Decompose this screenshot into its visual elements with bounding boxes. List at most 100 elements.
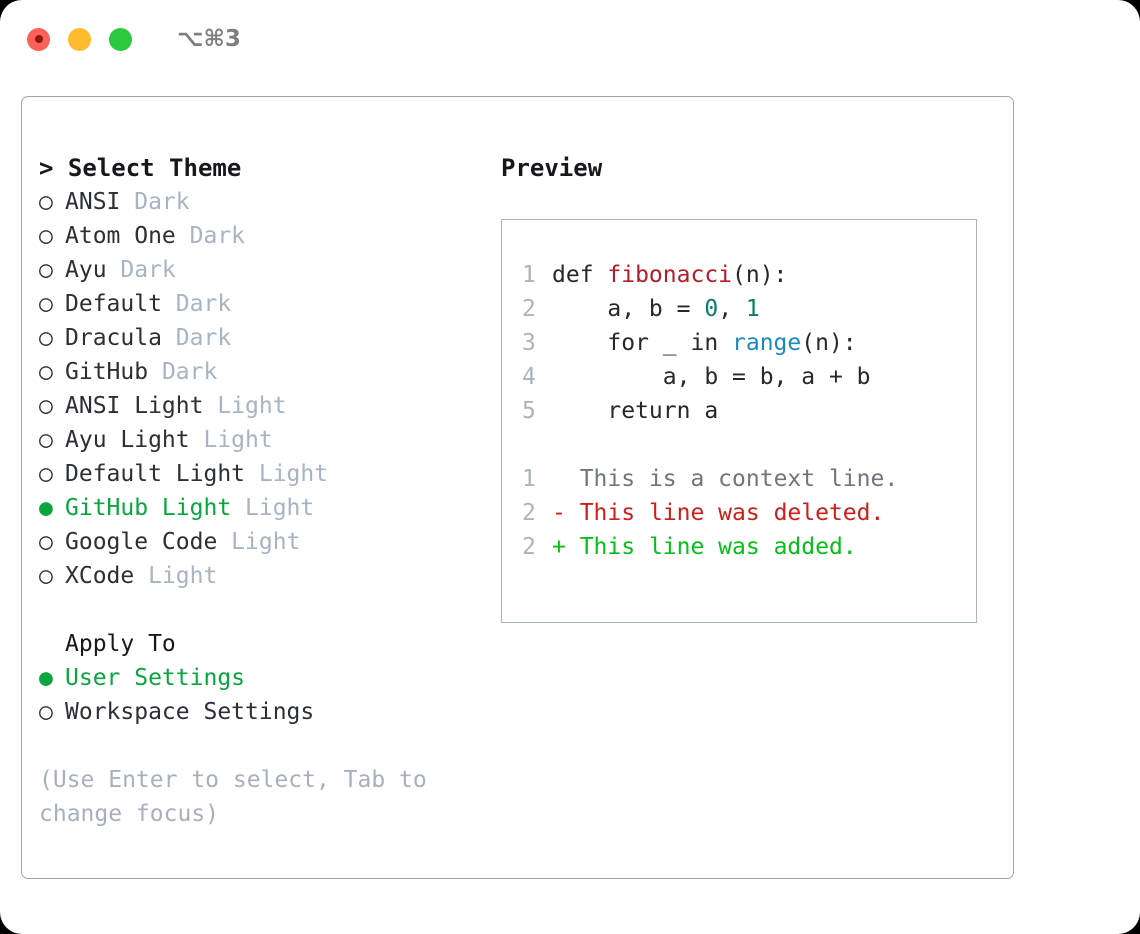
code-line: 5 return a	[522, 394, 976, 428]
code-token: (n):	[732, 262, 788, 288]
code-token: ,	[718, 296, 746, 322]
keyboard-hint: (Use Enter to select, Tab to change focu…	[39, 767, 427, 827]
diff-line: 2- This line was deleted.	[522, 496, 976, 530]
code-line: 3 for _ in range(n):	[522, 326, 976, 360]
theme-list-item[interactable]: ○ ANSI Dark	[39, 185, 499, 219]
theme-variant-tag: Light	[231, 495, 315, 521]
apply-to-item[interactable]: ○ Workspace Settings	[39, 695, 499, 729]
code-token: 1	[745, 296, 760, 322]
radio-unselected-icon: ○	[39, 461, 67, 487]
apply-to-item[interactable]: ● User Settings	[39, 661, 499, 695]
radio-selected-icon: ●	[39, 495, 67, 521]
theme-name: ANSI Light	[65, 393, 204, 419]
theme-list: ○ ANSI Dark○ Atom One Dark○ Ayu Dark○ De…	[39, 185, 499, 593]
radio-unselected-icon: ○	[39, 189, 67, 215]
diff-text: This is a context line.	[579, 466, 899, 492]
radio-unselected-icon: ○	[39, 699, 67, 725]
line-number: 5	[522, 398, 536, 424]
theme-name: Google Code	[65, 529, 218, 555]
code-token: fibonacci	[607, 262, 733, 288]
line-number: 3	[522, 330, 536, 356]
theme-variant-tag: Dark	[120, 189, 190, 215]
code-line: 1 def fibonacci(n):	[522, 258, 976, 292]
theme-list-item[interactable]: ○ Dracula Dark	[39, 321, 499, 355]
line-number: 2	[522, 500, 536, 526]
radio-unselected-icon: ○	[39, 529, 67, 555]
line-number: 1	[522, 262, 536, 288]
theme-list-item[interactable]: ○ GitHub Dark	[39, 355, 499, 389]
theme-list-item[interactable]: ○ Atom One Dark	[39, 219, 499, 253]
radio-unselected-icon: ○	[39, 291, 67, 317]
theme-variant-tag: Light	[217, 529, 301, 555]
theme-variant-tag: Light	[245, 461, 329, 487]
list-spacer	[39, 593, 499, 627]
code-token: def	[552, 262, 608, 288]
diff-marker	[552, 466, 580, 492]
radio-unselected-icon: ○	[39, 427, 67, 453]
theme-variant-tag: Dark	[161, 325, 232, 351]
line-number: 2	[522, 534, 536, 560]
theme-name: GitHub	[65, 359, 149, 385]
theme-list-item[interactable]: ○ ANSI Light Light	[39, 389, 499, 423]
title-bar: ⌥⌘3	[0, 0, 1140, 78]
theme-variant-tag: Light	[189, 427, 273, 453]
line-number: 1	[522, 466, 536, 492]
theme-name: Dracula	[65, 325, 162, 351]
radio-unselected-icon: ○	[39, 563, 67, 589]
theme-list-item[interactable]: ○ Google Code Light	[39, 525, 499, 559]
radio-unselected-icon: ○	[39, 223, 67, 249]
theme-list-item[interactable]: ○ Default Light Light	[39, 457, 499, 491]
code-token: a, b =	[552, 296, 705, 322]
theme-picker-header: > Select Theme	[39, 151, 499, 185]
theme-variant-tag: Light	[134, 563, 218, 589]
line-number: 2	[522, 296, 536, 322]
diff-sample: 1 This is a context line.2- This line wa…	[522, 462, 976, 564]
diff-text: This line was deleted.	[579, 500, 885, 526]
theme-name: Default Light	[65, 461, 246, 487]
theme-name: GitHub Light	[65, 495, 232, 521]
preview-title: Preview	[501, 154, 603, 182]
window-controls	[27, 27, 132, 51]
selection-caret: >	[39, 154, 68, 182]
code-token: 0	[704, 296, 719, 322]
theme-list-item[interactable]: ○ Ayu Dark	[39, 253, 499, 287]
theme-name: Ayu	[65, 257, 107, 283]
radio-unselected-icon: ○	[39, 325, 67, 351]
apply-to-label: Workspace Settings	[65, 699, 315, 725]
radio-unselected-icon: ○	[39, 359, 67, 385]
theme-list-item[interactable]: ○ XCode Light	[39, 559, 499, 593]
apply-to-list: ● User Settings○ Workspace Settings	[39, 661, 499, 729]
diff-marker: +	[552, 534, 580, 560]
code-diff-gap	[522, 428, 976, 462]
close-button[interactable]	[27, 27, 50, 51]
minimize-button[interactable]	[68, 27, 91, 51]
code-token: a, b = b, a + b	[552, 364, 871, 390]
theme-name: Atom One	[65, 223, 176, 249]
theme-list-item[interactable]: ○ Ayu Light Light	[39, 423, 499, 457]
theme-list-item[interactable]: ○ Default Dark	[39, 287, 499, 321]
theme-picker-title: Select Theme	[67, 154, 242, 182]
code-line: 4 a, b = b, a + b	[522, 360, 976, 394]
theme-list-item[interactable]: ● GitHub Light Light	[39, 491, 499, 525]
code-token: return a	[552, 398, 719, 424]
theme-name: ANSI	[65, 189, 121, 215]
diff-line: 1 This is a context line.	[522, 462, 976, 496]
line-number: 4	[522, 364, 536, 390]
theme-name: Ayu Light	[65, 427, 190, 453]
code-token: for _ in	[552, 330, 733, 356]
code-line: 2 a, b = 0, 1	[522, 292, 976, 326]
apply-to-label: User Settings	[65, 665, 246, 691]
theme-variant-tag: Dark	[148, 359, 218, 385]
code-token: (n):	[801, 330, 857, 356]
theme-picker-column: > Select Theme ○ ANSI Dark○ Atom One Dar…	[39, 151, 499, 831]
theme-variant-tag: Dark	[106, 257, 176, 283]
keyboard-shortcut-label: ⌥⌘3	[177, 26, 241, 52]
theme-name: XCode	[65, 563, 135, 589]
code-token: range	[732, 330, 802, 356]
maximize-button[interactable]	[109, 27, 132, 51]
theme-variant-tag: Dark	[161, 291, 232, 317]
